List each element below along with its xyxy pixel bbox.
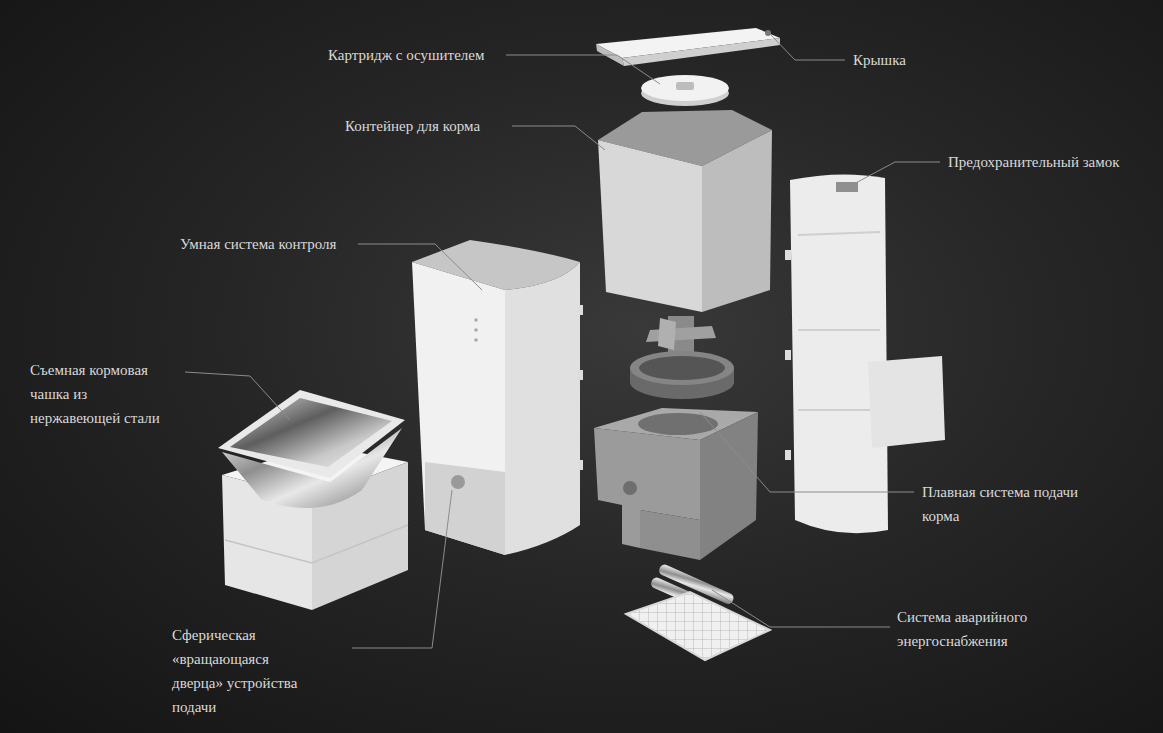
agitator-part — [646, 326, 716, 342]
left-shell-part — [578, 370, 583, 380]
leader-lines-part — [506, 55, 660, 84]
food-container-part — [702, 130, 772, 312]
leader-lines-part — [770, 34, 845, 60]
lid-part — [622, 38, 780, 66]
leader-lines-part — [512, 126, 605, 150]
part-label: Умная система контроля — [180, 232, 336, 256]
left-shell — [412, 240, 583, 555]
right-shell — [785, 174, 888, 533]
leader-lines-part — [712, 590, 890, 627]
right-shell-part — [798, 232, 880, 410]
steel-bowl — [218, 390, 405, 508]
battery-plate-part — [626, 592, 770, 660]
food-container-part — [598, 140, 702, 312]
right-shell-part — [790, 174, 888, 533]
left-shell-part — [451, 475, 465, 489]
part-label: Контейнер для корма — [345, 114, 480, 138]
left-shell-part — [505, 262, 580, 555]
leader-lines-part — [185, 372, 290, 420]
right-shell-part — [785, 250, 791, 260]
left-shell-part — [474, 318, 478, 322]
feeder-base-part — [640, 510, 700, 560]
feeder-base-part — [623, 481, 637, 495]
feeder-base-part — [700, 412, 758, 560]
left-shell-part — [425, 462, 505, 555]
left-shell-part — [578, 460, 583, 470]
feed-ring-part — [630, 351, 734, 385]
agitator-part — [658, 318, 676, 350]
part-label: Плавная система подачи корма — [922, 480, 1097, 528]
feed-ring-part — [639, 356, 725, 380]
battery-cover-small — [868, 356, 945, 448]
food-container — [598, 110, 772, 312]
leader-lines — [185, 34, 940, 648]
leader-lines-part — [700, 412, 914, 492]
part-label: Съемная кормовая чашка из нержавеющей ст… — [30, 358, 175, 430]
lid — [596, 28, 780, 66]
left-shell-part — [474, 328, 478, 332]
feeder-base-part — [638, 413, 718, 435]
steel-bowl-part — [218, 390, 405, 478]
steel-bowl-part — [230, 398, 392, 467]
left-shell-part — [578, 305, 583, 315]
part-label: Система аварийного энергоснабжения — [897, 605, 1057, 653]
right-shell-part — [785, 350, 791, 360]
battery-cover-small-part — [868, 356, 945, 448]
agitator — [646, 316, 716, 352]
lid-part — [765, 30, 771, 36]
part-label: Предохранительный замок — [948, 150, 1120, 174]
desiccant-cartridge-part — [676, 82, 694, 90]
part-label: Крышка — [853, 48, 906, 72]
part-label: Сферическая «вращающаяся дверца» устройс… — [172, 623, 312, 719]
feeder-base — [594, 408, 758, 560]
leader-lines-part — [352, 490, 452, 648]
desiccant-cartridge-part — [641, 75, 729, 101]
bowl-stand-part — [225, 525, 408, 563]
feed-ring — [630, 351, 734, 399]
leader-lines-part — [358, 244, 482, 290]
left-shell-part — [474, 338, 478, 342]
leader-lines-part — [850, 162, 940, 186]
left-shell-part — [412, 262, 505, 555]
battery-plate — [626, 592, 770, 660]
right-shell-part — [785, 450, 791, 460]
part-label: Картридж с осушителем — [328, 43, 484, 67]
